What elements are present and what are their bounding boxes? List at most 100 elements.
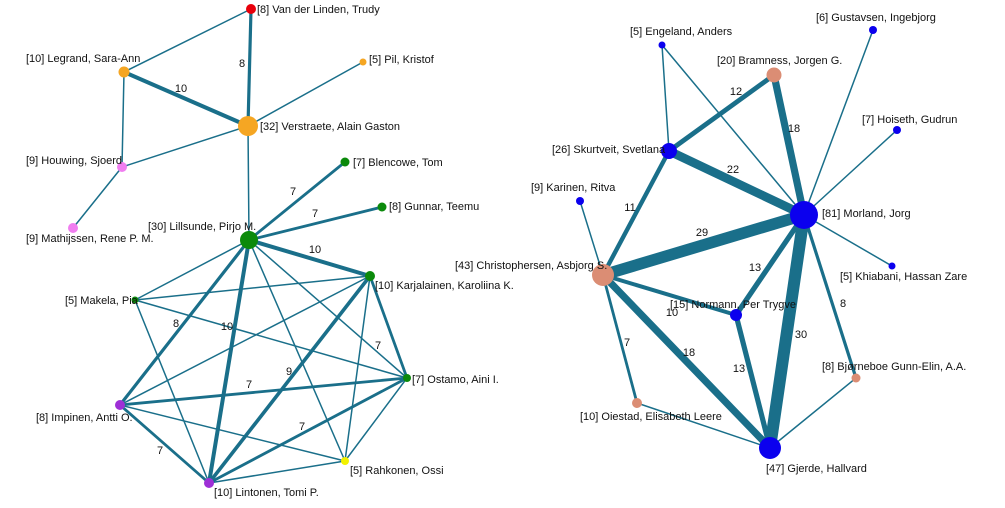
edge-skurtveit-christophersen — [600, 148, 672, 278]
node-hoiseth[interactable] — [893, 126, 901, 134]
node-label-lintonen: [10] Lintonen, Tomi P. — [214, 487, 319, 499]
node-lillsunde[interactable] — [240, 231, 258, 249]
node-lintonen[interactable] — [204, 478, 214, 488]
edge-weight-label: 18 — [683, 347, 695, 359]
node-houwing[interactable] — [117, 162, 127, 172]
edge-lillsunde-rahkonen — [248, 239, 346, 462]
edge-vanderlinden-legrand — [123, 8, 252, 73]
edge-weight-label: 7 — [290, 186, 296, 198]
node-morland[interactable] — [790, 201, 818, 229]
edge-bramness-skurtveit — [666, 72, 777, 154]
edge-weight-label: 10 — [309, 244, 321, 256]
edge-karjalainen-rahkonen — [344, 275, 371, 462]
edge-ostamo-rahkonen — [344, 377, 408, 462]
node-label-blencowe: [7] Blencowe, Tom — [353, 157, 443, 169]
node-pil[interactable] — [359, 58, 367, 66]
edge-pil-verstraete — [247, 61, 364, 127]
node-label-ostamo: [7] Ostamo, Aini I. — [412, 374, 499, 386]
edge-morland-gjerde — [764, 209, 810, 454]
edge-weight-label: 30 — [795, 329, 807, 341]
edge-christophersen-gjerde — [599, 271, 774, 452]
edge-karjalainen-lintonen — [207, 274, 372, 485]
node-label-bjorneboe: [8] Bjørneboe Gunn-Elin, A.A. — [822, 361, 966, 373]
edge-bramness-morland — [770, 71, 808, 219]
edge-morland-khiabani — [803, 214, 893, 267]
node-rahkonen[interactable] — [341, 457, 349, 465]
edge-lillsunde-makela — [134, 239, 250, 301]
node-oiestad[interactable] — [632, 398, 642, 408]
edge-weight-label: 12 — [730, 86, 742, 98]
node-bjorneboe[interactable] — [851, 373, 861, 383]
node-normann[interactable] — [730, 309, 742, 321]
node-label-karinen: [9] Karinen, Ritva — [531, 182, 616, 194]
edge-weight-label: 8 — [840, 298, 846, 310]
node-gunnar[interactable] — [377, 202, 387, 212]
edge-lillsunde-karjalainen — [247, 238, 372, 278]
node-karinen[interactable] — [576, 197, 584, 205]
edge-weight-label: 11 — [624, 202, 635, 214]
edge-verstraete-houwing — [121, 125, 249, 168]
node-label-oiestad: [10] Oiestad, Elisabeth Leere — [580, 411, 722, 423]
edge-weight-label: 10 — [221, 321, 233, 333]
node-vanderlinden[interactable] — [246, 4, 256, 14]
edge-lillsunde-gunnar — [247, 205, 384, 242]
edge-engeland-morland — [661, 44, 805, 216]
edge-impinen-rahkonen — [119, 404, 346, 462]
edge-morland-normann — [733, 212, 807, 318]
node-label-impinen: [8] Impinen, Antti O. — [36, 412, 133, 424]
edge-weight-label: 8 — [239, 58, 245, 70]
edge-skurtveit-morland — [664, 146, 809, 220]
edge-vanderlinden-verstraete — [246, 7, 253, 128]
node-label-morland: [81] Morland, Jorg — [822, 208, 911, 220]
node-engeland[interactable] — [658, 41, 666, 49]
edge-weight-label: 8 — [173, 318, 179, 330]
node-label-vanderlinden: [8] Van der Linden, Trudy — [257, 4, 380, 16]
node-label-hoiseth: [7] Hoiseth, Gudrun — [862, 114, 957, 126]
edge-weight-label: 13 — [733, 363, 745, 375]
edge-weight-label: 13 — [749, 262, 761, 274]
node-verstraete[interactable] — [238, 116, 258, 136]
node-label-houwing: [9] Houwing, Sjoerd — [26, 155, 122, 167]
node-ostamo[interactable] — [403, 374, 411, 382]
node-legrand[interactable] — [118, 66, 130, 78]
node-label-normann: [15] Normann, Per Trygve — [670, 299, 796, 311]
node-label-rahkonen: [5] Rahkonen, Ossi — [350, 465, 444, 477]
node-label-gunnar: [8] Gunnar, Teemu — [389, 201, 479, 213]
node-makela[interactable] — [131, 296, 139, 304]
nodes-layer — [68, 4, 901, 488]
edge-christophersen-morland — [597, 209, 810, 281]
node-blencowe[interactable] — [340, 157, 350, 167]
node-label-skurtveit: [26] Skurtveit, Svetlana — [552, 144, 666, 156]
node-label-khiabani: [5] Khiabani, Hassan Zare — [840, 271, 967, 283]
edge-normann-gjerde — [733, 312, 773, 451]
edge-lintonen-rahkonen — [208, 460, 346, 484]
edge-lillsunde-ostamo — [248, 239, 408, 379]
node-khiabani[interactable] — [888, 262, 896, 270]
node-karjalainen[interactable] — [365, 271, 375, 281]
node-impinen[interactable] — [115, 400, 125, 410]
node-label-makela: [5] Makela, Pia — [65, 295, 139, 307]
edge-legrand-verstraete — [122, 70, 250, 128]
node-gjerde[interactable] — [759, 437, 781, 459]
edge-oiestad-gjerde — [636, 402, 771, 449]
edge-christophersen-normann — [601, 273, 738, 317]
edge-karjalainen-makela — [134, 275, 371, 301]
node-gustavsen[interactable] — [869, 26, 877, 34]
edge-weight-label: 7 — [299, 421, 305, 433]
edge-karjalainen-ostamo — [368, 274, 409, 380]
node-bramness[interactable] — [766, 67, 782, 83]
node-mathijssen[interactable] — [68, 223, 78, 233]
edge-weight-label: 10 — [175, 83, 187, 95]
edge-weight-label: 10 — [666, 307, 678, 319]
edge-impinen-lintonen — [118, 403, 211, 485]
node-christophersen[interactable] — [592, 264, 614, 286]
edge-morland-bjorneboe — [802, 213, 858, 380]
edge-weight-label: 7 — [157, 445, 163, 457]
node-skurtveit[interactable] — [661, 143, 677, 159]
edge-weight-label: 7 — [624, 337, 630, 349]
node-label-verstraete: [32] Verstraete, Alain Gaston — [260, 121, 400, 133]
edge-houwing-mathijssen — [72, 166, 123, 229]
node-label-lillsunde: [30] Lillsunde, Pirjo M. — [148, 221, 256, 233]
